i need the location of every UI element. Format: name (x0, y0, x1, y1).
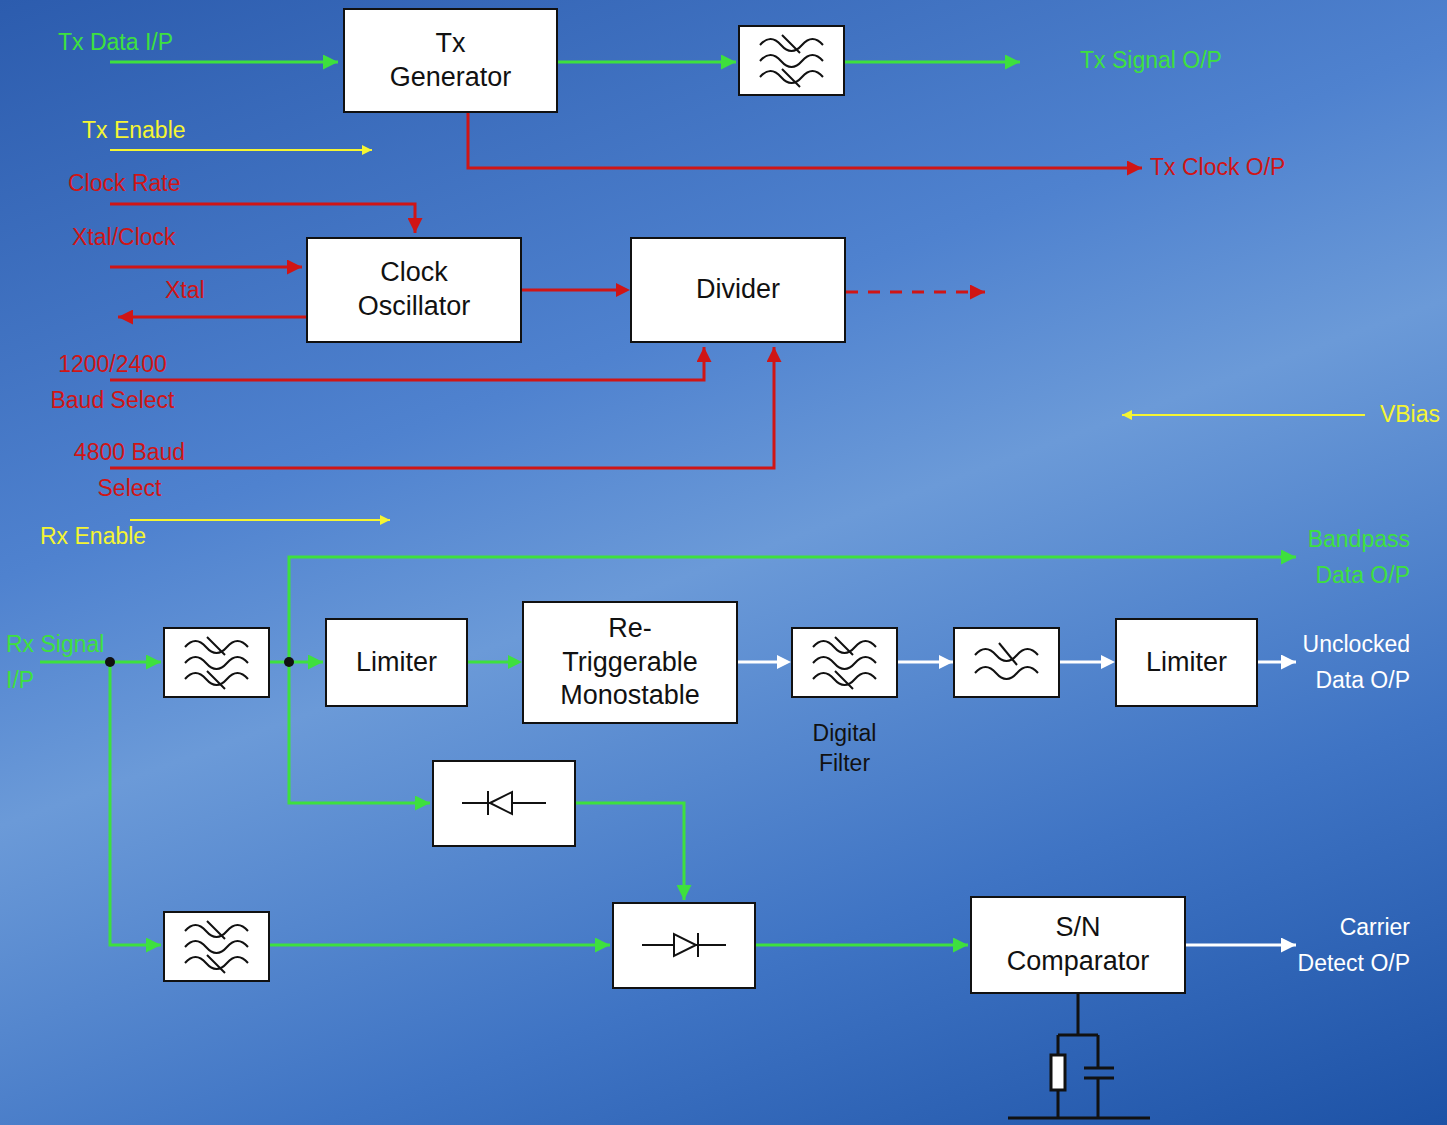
green-wire (270, 661, 323, 664)
junction-dot (105, 657, 115, 667)
signal-label: Rx Enable (40, 522, 146, 550)
box-text: Tx Generator (376, 27, 526, 95)
signal-label: 1200/2400 Baud Select (45, 346, 180, 418)
box-text: Re- Triggerable Monostable (545, 612, 715, 713)
bandpass-filter-symbol (739, 26, 844, 95)
bandpass-filter-symbol (164, 912, 269, 981)
signal-label: Clock Rate (68, 169, 180, 197)
signal-label: 4800 Baud Select (62, 434, 197, 506)
red-wire (118, 316, 306, 319)
signal-label: Bandpass Data O/P (1288, 521, 1410, 593)
limiter-box: Limiter (1115, 618, 1258, 707)
filter-caption: Digital Filter (791, 718, 898, 778)
arrow-head (1101, 655, 1115, 669)
signal-label: Xtal (165, 276, 205, 304)
white-wire (1186, 944, 1296, 947)
green-wire (110, 61, 338, 64)
arrow-head (508, 655, 522, 669)
arrow-head (616, 283, 630, 297)
diode-symbol (433, 761, 575, 846)
monostable-box: Re- Triggerable Monostable (522, 601, 738, 724)
green-wire (40, 661, 161, 664)
signal-label: Tx Enable (82, 116, 186, 144)
signal-label: VBias (1366, 400, 1440, 428)
signal-label: Tx Clock O/P (1150, 153, 1285, 181)
signal-label: Xtal/Clock (72, 223, 176, 251)
yellow-wire (1122, 414, 1365, 416)
bandpass-filter-symbol (164, 628, 269, 697)
rc-network-symbol (1008, 994, 1150, 1118)
signal-label: Rx Signal I/P (6, 626, 114, 698)
signal-label: Carrier Detect O/P (1288, 909, 1410, 981)
arrow-head (777, 655, 791, 669)
red-wire (468, 113, 1142, 168)
red-wire (110, 347, 774, 468)
signal-label: Tx Data I/P (58, 28, 173, 56)
diode-symbol (613, 903, 755, 988)
yellow-wire (110, 149, 372, 151)
green-wire (110, 662, 161, 945)
box-text: Limiter (356, 646, 437, 680)
comparator-box: S/N Comparator (970, 896, 1186, 994)
box-text: Limiter (1146, 646, 1227, 680)
white-wire (1258, 661, 1296, 664)
red-wire (110, 347, 704, 380)
red-dashed-wire (846, 291, 985, 294)
red-wire (110, 266, 302, 269)
green-wire (576, 803, 684, 900)
arrow-head (939, 655, 953, 669)
divider-box: Divider (630, 237, 846, 343)
lowpass-filter-symbol (954, 628, 1059, 697)
connector-line (738, 661, 779, 664)
junction-dot (284, 657, 294, 667)
box-text: Divider (696, 273, 780, 307)
connector-line (468, 661, 510, 664)
connector-line (522, 289, 618, 292)
oscillator-box: Clock Oscillator (306, 237, 522, 343)
green-wire (270, 944, 610, 947)
signal-arrow (468, 655, 522, 669)
signal-label: Tx Signal O/P (1080, 46, 1222, 74)
signal-arrow (738, 655, 791, 669)
signal-label: Unclocked Data O/P (1288, 626, 1410, 698)
generator-box: Tx Generator (343, 8, 558, 113)
signal-arrow (522, 283, 630, 297)
green-wire (756, 944, 968, 947)
bandpass-filter-symbol (791, 627, 898, 698)
box-text: S/N Comparator (993, 911, 1163, 979)
limiter-box: Limiter (325, 618, 468, 707)
digital-filter: Digital Filter (791, 627, 898, 785)
green-wire (558, 61, 736, 64)
box-text: Clock Oscillator (334, 256, 494, 324)
green-wire (845, 61, 1020, 64)
yellow-wire (130, 519, 390, 521)
